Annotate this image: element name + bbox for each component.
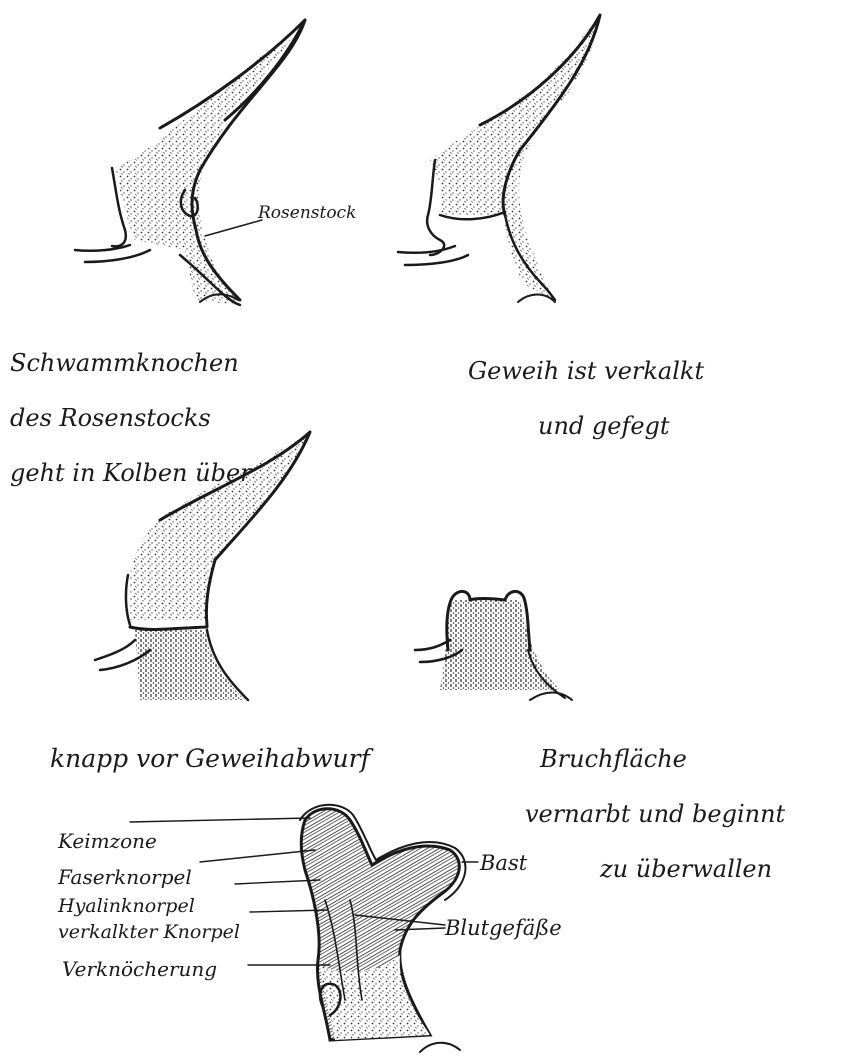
- figure-1-antler-in-velvet: Rosenstock: [75, 20, 356, 305]
- fig1-caption-line-2: des Rosenstocks: [10, 405, 330, 433]
- fig1-caption-line-1: Schwammknochen: [10, 350, 330, 378]
- fig4-caption-line-2: vernarbt und beginnt: [525, 801, 835, 829]
- fig4-caption: Bruchfläche vernarbt und beginnt zu über…: [525, 718, 835, 911]
- fig3-fracture-line: [130, 627, 207, 629]
- fig2-caption-line-1: Geweih ist verkalkt: [468, 358, 808, 386]
- fig4-caption-line-3: zu überwallen: [525, 856, 835, 884]
- fig3-caption: knapp vor Geweihabwurf: [50, 716, 430, 802]
- faserknorpel-pointer-line: [200, 850, 315, 862]
- fig1-pointer-label: Rosenstock: [257, 203, 356, 223]
- fig2-caption-line-2: und gefegt: [468, 413, 808, 441]
- fig2-caption: Geweih ist verkalkt und gefegt: [468, 330, 808, 468]
- fig3-caption-text: knapp vor Geweihabwurf: [50, 745, 430, 774]
- figure-5-antler-cross-section: Keimzone Faserknorpel Hyalinknorpel verk…: [57, 805, 562, 1052]
- keimzone-pointer-line: [130, 818, 310, 822]
- fig3-pedicle-fill: [135, 630, 245, 700]
- figure-4-wound-healing: [415, 591, 572, 700]
- label-bast: Bast: [479, 851, 528, 875]
- fig5-skull-arc: [420, 1043, 460, 1052]
- fig4-caption-line-1: Bruchfläche: [525, 746, 835, 774]
- fig4-skull-arc: [530, 693, 572, 701]
- label-verknoecherung: Verknöcherung: [62, 957, 217, 981]
- fig1-pointer-line: [205, 220, 262, 236]
- fig1-caption: Schwammknochen des Rosenstocks geht in K…: [10, 322, 330, 515]
- label-verkalkter-knorpel: verkalkter Knorpel: [58, 921, 240, 943]
- label-blutgefaesse: Blutgefäße: [444, 916, 562, 940]
- figure-2-calcified-antler: [398, 15, 600, 302]
- fig1-antler-outer-edge: [160, 20, 305, 128]
- fig1-caption-line-3: geht in Kolben über: [10, 460, 330, 488]
- fig3-burr-left: [126, 575, 130, 625]
- label-keimzone: Keimzone: [57, 829, 157, 853]
- label-faserknorpel: Faserknorpel: [57, 865, 192, 889]
- label-hyalinknorpel: Hyalinknorpel: [57, 895, 195, 917]
